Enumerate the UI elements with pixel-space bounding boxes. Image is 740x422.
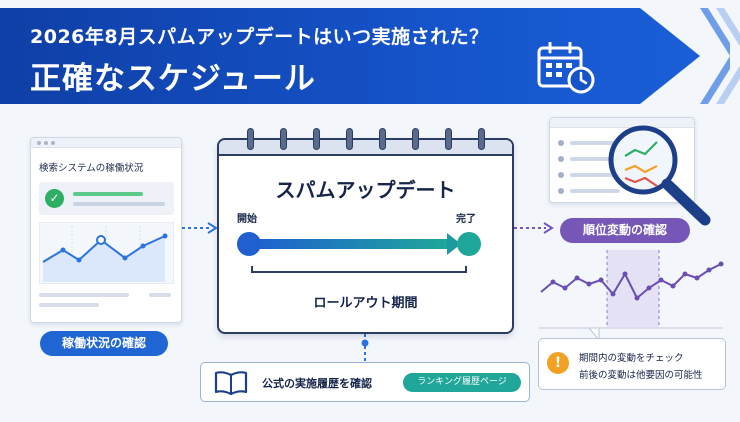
header-banner: 2026年8月スパムアップデートはいつ実施された？ 正確なスケジュール (0, 8, 740, 104)
placeholder-line (570, 141, 620, 145)
official-history-box[interactable]: 公式の実施履歴を確認 ランキング履歴ページ (200, 362, 530, 402)
ranking-history-badge[interactable]: ランキング履歴ページ (403, 373, 521, 392)
binder-ring (445, 128, 452, 150)
placeholder-line (570, 157, 620, 161)
rollout-calendar: スパムアップデート 開始 完了 ロールアウト期間 (217, 128, 514, 334)
official-history-text: 公式の実施履歴を確認 (262, 377, 372, 390)
window-titlebar (550, 118, 694, 128)
open-book-icon (214, 371, 248, 396)
list-bullet (558, 156, 564, 162)
placeholder-line (39, 293, 129, 297)
status-card: ✓ (39, 182, 174, 215)
calendar-card (217, 138, 514, 334)
binder-ring (346, 128, 353, 150)
fluctuation-note: ! 期間内の変動をチェック 前後の変動は他要因の可能性 (538, 338, 726, 390)
start-label: 開始 (237, 214, 257, 225)
end-label: 完了 (456, 214, 476, 225)
header-subtitle: 2026年8月スパムアップデートはいつ実施された？ (30, 26, 489, 48)
placeholder-line (149, 293, 171, 297)
arrow-connector-left (182, 222, 218, 234)
calendar-title: スパムアップデート (275, 178, 456, 202)
placeholder-line (570, 189, 620, 193)
note-line-1: 期間内の変動をチェック (579, 353, 684, 364)
placeholder-line (570, 173, 620, 177)
magnifier-trend-icon (608, 125, 711, 226)
calendar-header-strip (219, 140, 512, 156)
ranking-check-label: 順位変動の確認 (560, 218, 690, 243)
list-bullet (558, 188, 564, 194)
system-status-window: 検索システムの稼働状況 ✓ (30, 137, 182, 323)
binder-ring (313, 128, 320, 150)
binder-ring (478, 128, 485, 150)
rollout-timeline (237, 232, 481, 273)
list-bullet (558, 140, 564, 146)
warning-icon: ! (547, 352, 569, 374)
status-check-label: 稼働状況の確認 (40, 331, 168, 356)
vertical-connector (361, 334, 369, 364)
chevron-decoration (716, 8, 740, 104)
window-titlebar (31, 138, 181, 148)
rollout-period-label: ロールアウト期間 (313, 296, 418, 311)
status-bar (73, 192, 143, 196)
binder-ring (280, 128, 287, 150)
binder-ring (412, 128, 419, 150)
uptime-chart (39, 222, 174, 284)
header-title: 正確なスケジュール (30, 61, 316, 97)
check-circle-icon: ✓ (45, 189, 64, 208)
arrow-connector-right (514, 222, 554, 234)
calendar-clock-icon (537, 42, 595, 94)
binder-ring (247, 128, 254, 150)
window-title: 検索システムの稼働状況 (39, 163, 144, 174)
ranking-fluctuation-chart (539, 250, 724, 340)
binder-ring (379, 128, 386, 150)
list-bullet (558, 172, 564, 178)
placeholder-line (73, 202, 165, 206)
note-line-2: 前後の変動は他要因の可能性 (579, 370, 703, 381)
placeholder-line (39, 303, 99, 307)
